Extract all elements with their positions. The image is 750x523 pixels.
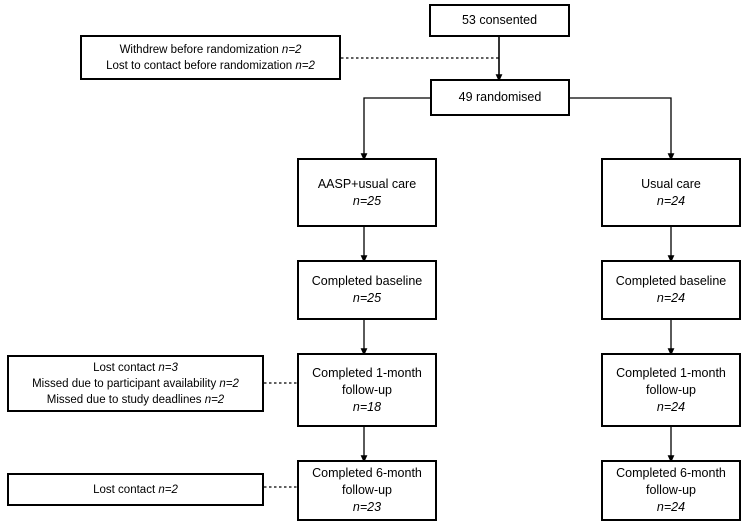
node-baseline-control-count: n=24	[656, 291, 686, 305]
node-six-month-intervention: Completed 6-month follow-up n=23	[297, 460, 437, 521]
node-baseline-control-label: Completed baseline	[615, 274, 727, 288]
node-six-month-intervention-label-1: Completed 6-month	[312, 466, 422, 480]
node-six-month-control-label-2: follow-up	[645, 483, 697, 497]
node-arm-intervention: AASP+usual care n=25	[297, 158, 437, 227]
node-one-month-intervention-count: n=18	[352, 399, 382, 414]
node-one-month-intervention-label-2: follow-up	[341, 382, 393, 397]
node-baseline-intervention-count: n=25	[352, 291, 382, 305]
pre-randomization-loss-line-1: Withdrew before randomization n=2	[119, 43, 302, 56]
edge-randomised-to-intervention	[360, 97, 430, 161]
one-month-loss-line-2: Missed due to participant availability n…	[32, 377, 239, 390]
node-pre-randomization-losses: Withdrew before randomization n=2 Lost t…	[80, 35, 341, 80]
node-baseline-control: Completed baseline n=24	[601, 260, 741, 320]
node-one-month-control: Completed 1-month follow-up n=24	[601, 353, 741, 427]
node-arm-control-count: n=24	[656, 193, 686, 208]
edge-randomised-to-control	[570, 97, 675, 161]
node-arm-intervention-count: n=25	[352, 193, 382, 208]
node-randomised-label: 49 randomised	[458, 90, 542, 104]
node-arm-control: Usual care n=24	[601, 158, 741, 227]
node-one-month-intervention: Completed 1-month follow-up n=18	[297, 353, 437, 427]
node-six-month-control-count: n=24	[656, 500, 686, 514]
node-randomised: 49 randomised	[430, 79, 570, 116]
pre-randomization-loss-line-2: Lost to contact before randomization n=2	[106, 59, 315, 72]
node-six-month-control: Completed 6-month follow-up n=24	[601, 460, 741, 521]
six-month-loss-line-1: Lost contact n=2	[93, 483, 178, 496]
node-one-month-losses: Lost contact n=3 Missed due to participa…	[7, 355, 264, 412]
node-one-month-control-label-1: Completed 1-month	[616, 365, 726, 380]
node-six-month-intervention-count: n=23	[352, 500, 382, 514]
node-one-month-control-count: n=24	[656, 399, 686, 414]
node-one-month-intervention-label-1: Completed 1-month	[312, 365, 422, 380]
node-baseline-intervention-label: Completed baseline	[311, 274, 423, 288]
node-six-month-control-label-1: Completed 6-month	[616, 466, 726, 480]
node-arm-intervention-label: AASP+usual care	[317, 176, 417, 191]
node-arm-control-label: Usual care	[641, 176, 701, 191]
node-one-month-control-label-2: follow-up	[645, 382, 697, 397]
node-baseline-intervention: Completed baseline n=25	[297, 260, 437, 320]
node-six-month-losses: Lost contact n=2	[7, 473, 264, 506]
node-six-month-intervention-label-2: follow-up	[341, 483, 393, 497]
one-month-loss-line-3: Missed due to study deadlines n=2	[46, 393, 225, 406]
one-month-loss-line-1: Lost contact n=3	[93, 361, 178, 374]
node-consented: 53 consented	[429, 4, 570, 37]
node-consented-label: 53 consented	[461, 13, 538, 27]
